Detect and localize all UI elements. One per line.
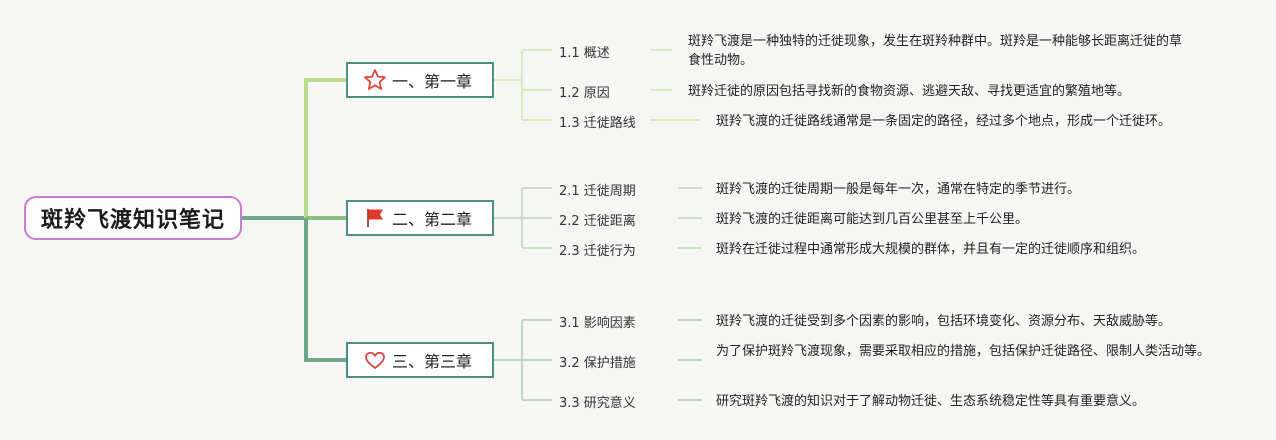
section-1-1[interactable]: 1.1 概述 [559,46,610,61]
desc-3-1: 斑羚飞渡的迁徙受到多个因素的影响，包括环境变化、资源分布、天敌威胁等。 [716,314,1172,329]
chapter-2-node[interactable]: 二、第二章 [346,200,494,236]
chapter-3-node[interactable]: 三、第三章 [346,342,494,378]
heart-outline-icon [362,348,388,372]
section-1-3[interactable]: 1.3 迁徙路线 [559,116,636,131]
section-2-2[interactable]: 2.2 迁徙距离 [559,214,636,229]
section-2-3[interactable]: 2.3 迁徙行为 [559,244,636,259]
section-3-2[interactable]: 3.2 保护措施 [559,356,636,371]
desc-2-1: 斑羚飞渡的迁徙周期一般是每年一次，通常在特定的季节进行。 [716,182,1081,197]
desc-3-2: 为了保护斑羚飞渡现象，需要采取相应的措施，包括保护迁徙路径、限制人类活动等。 [716,344,1211,359]
chapter-1-label: 一、第一章 [392,72,473,91]
chapter-3-label: 三、第三章 [392,352,473,371]
desc-1-3: 斑羚飞渡的迁徙路线通常是一条固定的路径，经过多个地点，形成一个迁徙环。 [716,114,1172,129]
chapter-1-node[interactable]: 一、第一章 [346,62,494,98]
star-outline-icon [362,68,388,92]
section-3-1[interactable]: 3.1 影响因素 [559,316,636,331]
desc-1-1: 斑羚飞渡是一种独特的迁徙现象，发生在斑羚种群中。斑羚是一种能够长距离迁徙的草食性… [688,34,1183,68]
section-3-3[interactable]: 3.3 研究意义 [559,396,636,411]
section-1-2[interactable]: 1.2 原因 [559,86,610,101]
desc-3-3: 研究斑羚飞渡的知识对于了解动物迁徙、生态系统稳定性等具有重要意义。 [716,394,1146,409]
red-flag-icon [362,206,388,230]
desc-2-2: 斑羚飞渡的迁徙距离可能达到几百公里甚至上千公里。 [716,212,1029,227]
desc-1-2: 斑羚迁徙的原因包括寻找新的食物资源、逃避天敌、寻找更适宜的繁殖地等。 [688,84,1131,99]
section-2-1[interactable]: 2.1 迁徙周期 [559,184,636,199]
desc-2-3: 斑羚在迁徙过程中通常形成大规模的群体，并且有一定的迁徙顺序和组织。 [716,242,1146,257]
chapter-2-label: 二、第二章 [392,210,473,229]
root-topic[interactable]: 斑羚飞渡知识笔记 [24,196,242,240]
root-title: 斑羚飞渡知识笔记 [40,208,225,233]
